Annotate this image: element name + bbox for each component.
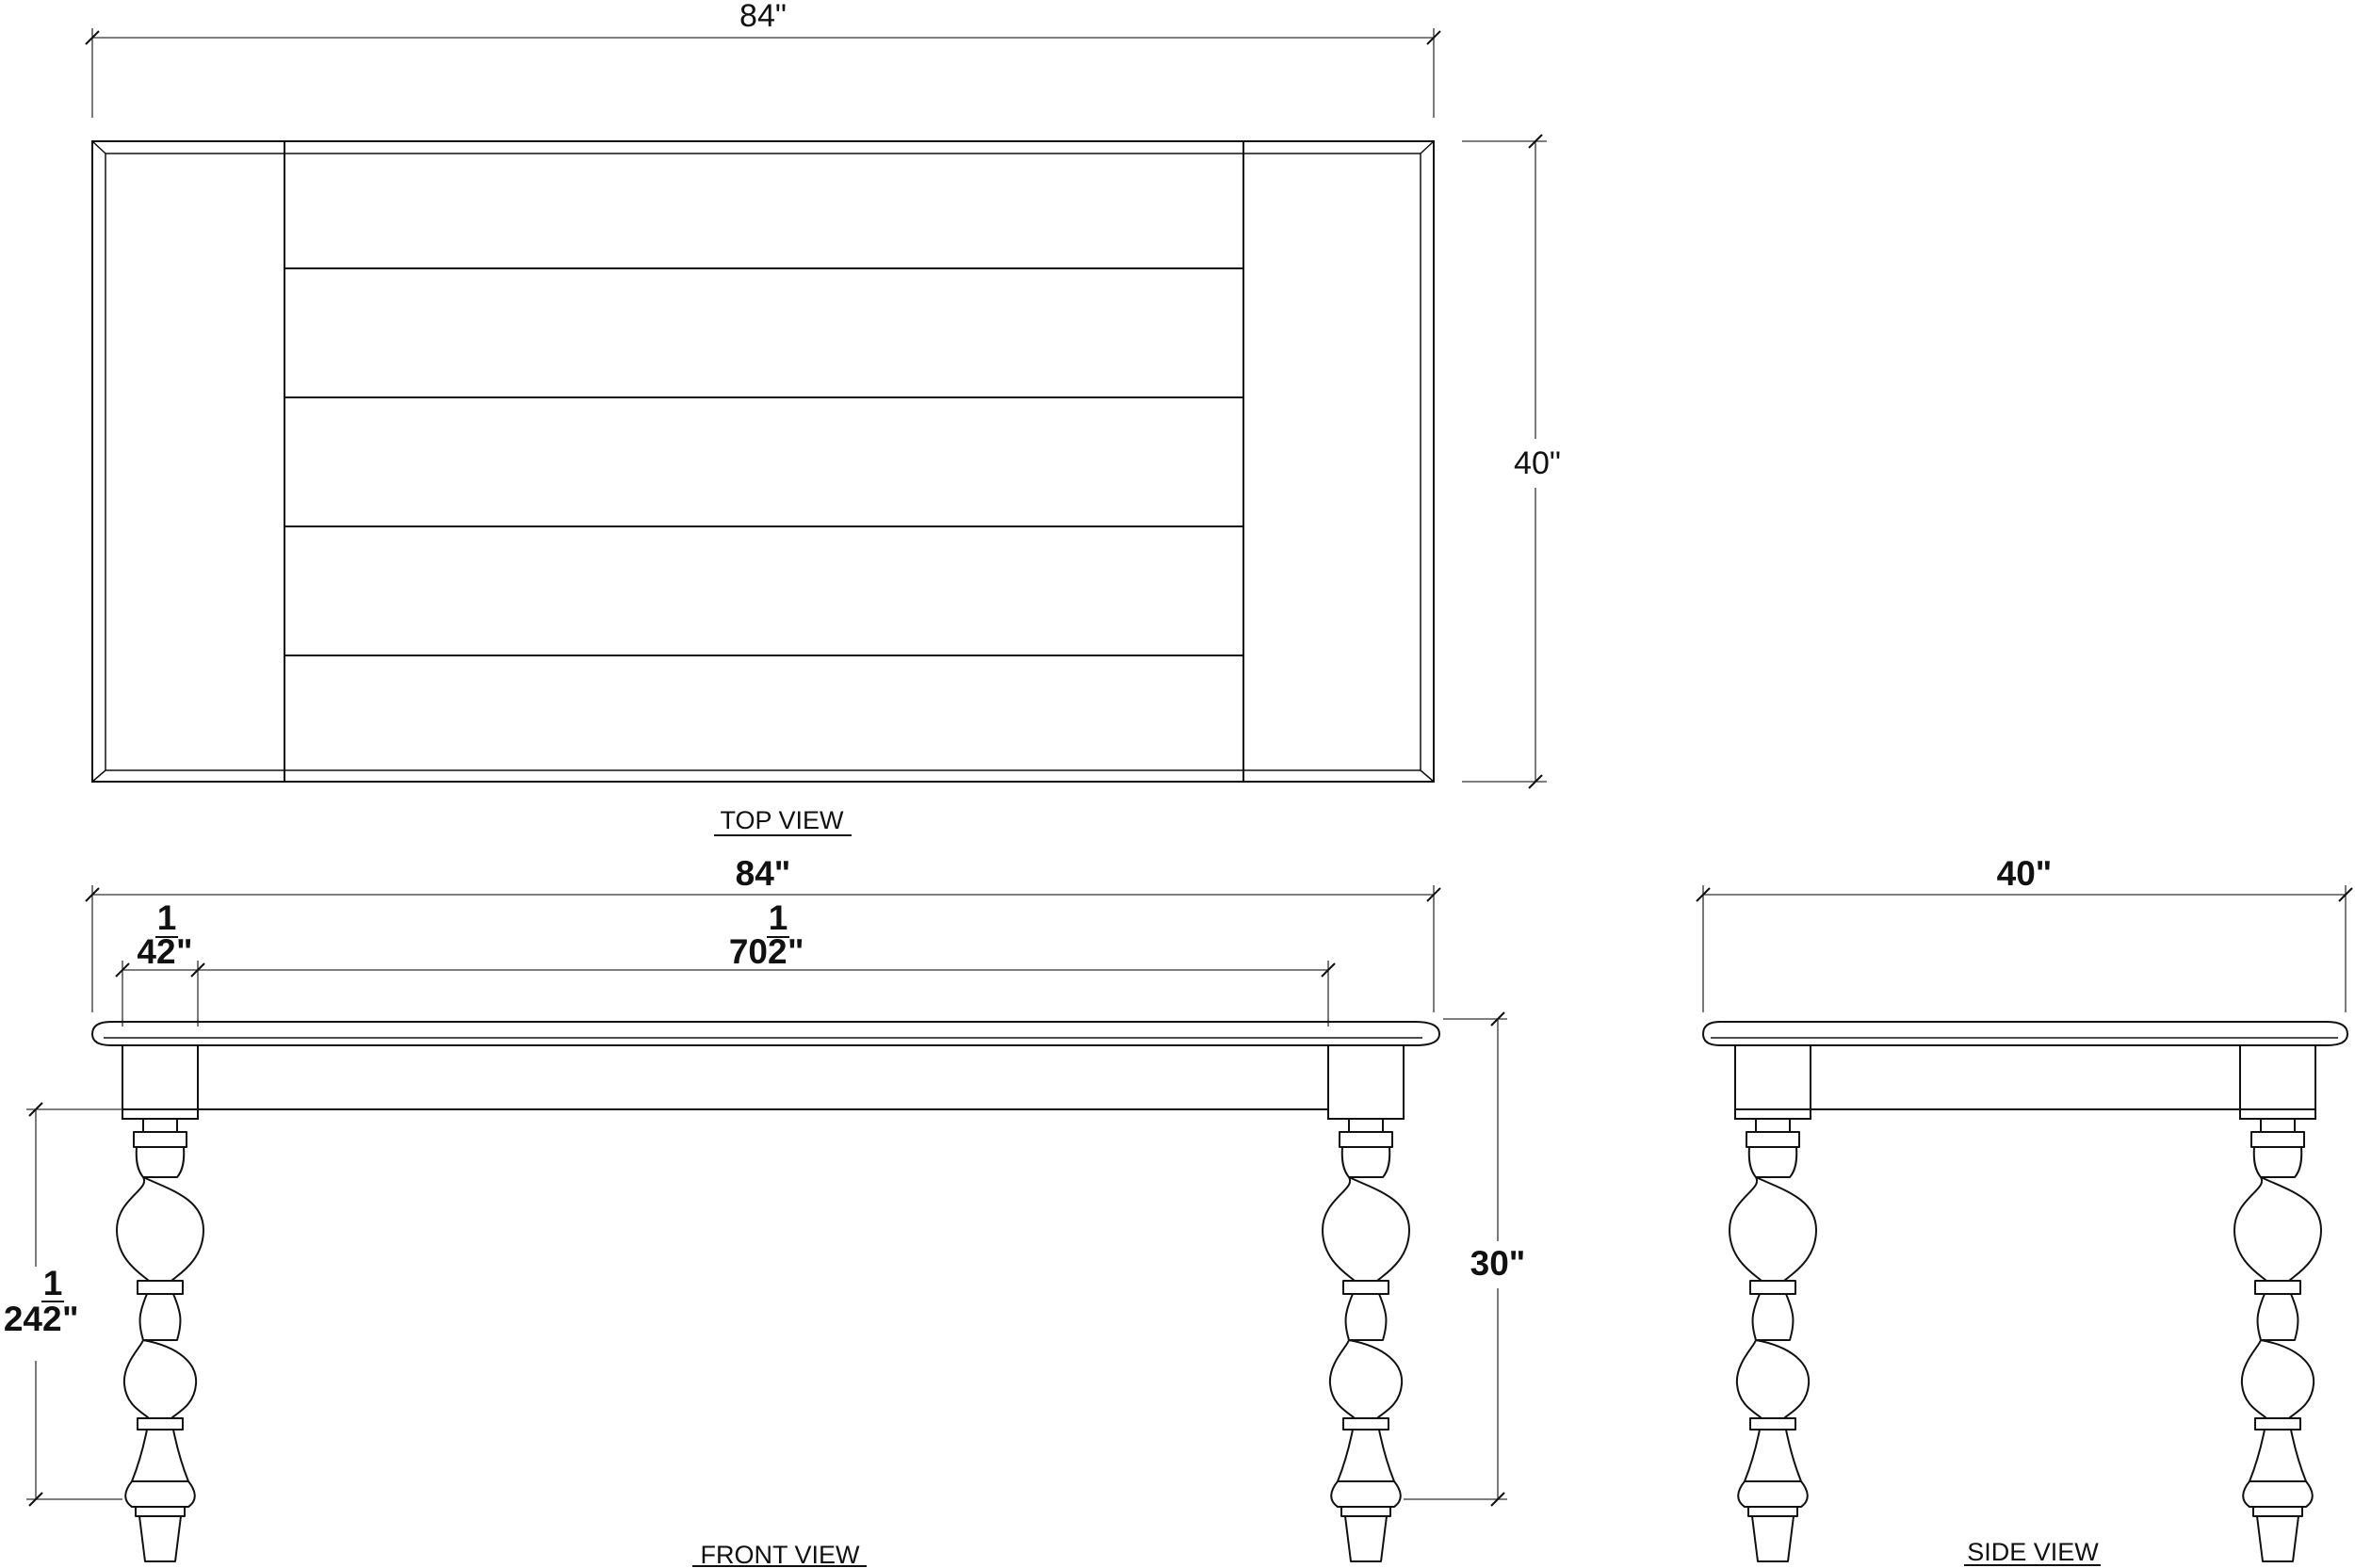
svg-text:2: 2 [156, 932, 176, 971]
side-view-caption: SIDE VIEW [1967, 1538, 2099, 1566]
side-apron [1734, 1044, 2316, 1110]
side-tabletop [1701, 1021, 2349, 1046]
top-width-label: 84" [739, 0, 787, 34]
side-width-dimension: 40" [1696, 854, 2353, 1012]
svg-text:": " [788, 932, 804, 971]
side-leg-right [2233, 1118, 2322, 1562]
front-height-dimension: 30" [1404, 1011, 1530, 1507]
svg-text:": " [62, 1300, 79, 1338]
side-width-label: 40" [1997, 854, 2053, 893]
svg-text:1: 1 [769, 898, 788, 937]
inner-span-label: 1 70 2 " [729, 898, 804, 971]
top-view: 84" 40" TOP [85, 0, 1566, 836]
svg-text:4: 4 [137, 932, 156, 971]
front-tabletop [90, 1021, 1441, 1046]
front-height-label: 30" [1470, 1244, 1526, 1283]
svg-text:1: 1 [43, 1264, 63, 1302]
top-depth-dimension: 40" [1462, 134, 1566, 789]
tabletop-plan [91, 140, 1435, 783]
front-view: 84" 1 4 2 " 1 70 2 [4, 854, 1530, 1568]
front-inner-dimension: 1 4 2 " 1 70 2 " [115, 898, 1336, 1026]
svg-text:": " [176, 932, 193, 971]
top-depth-label: 40" [1514, 445, 1561, 481]
svg-text:2: 2 [768, 932, 788, 971]
top-view-caption: TOP VIEW [720, 806, 844, 834]
front-leg-right [1322, 1118, 1410, 1562]
side-leg-block-right [2239, 1044, 2316, 1120]
side-leg-left [1729, 1118, 1817, 1562]
front-leg-left [116, 1118, 204, 1562]
svg-text:70: 70 [729, 932, 768, 971]
side-view: 40" SIDE VIEW [1696, 854, 2353, 1566]
top-width-dimension: 84" [85, 0, 1441, 118]
front-width-dimension: 84" [85, 854, 1441, 1012]
front-leg-block-left [122, 1044, 199, 1120]
svg-text:2: 2 [42, 1300, 62, 1338]
leg-inset-label: 1 4 2 " [137, 898, 192, 971]
front-view-caption: FRONT VIEW [700, 1541, 860, 1568]
front-width-label: 84" [736, 854, 791, 893]
front-leg-block-right [1327, 1044, 1405, 1120]
front-apron [122, 1044, 1329, 1110]
svg-text:24: 24 [4, 1300, 43, 1338]
svg-text:1: 1 [157, 898, 177, 937]
leg-height-dimension: 1 24 2 " [4, 1102, 122, 1507]
side-leg-block-left [1734, 1044, 1811, 1120]
